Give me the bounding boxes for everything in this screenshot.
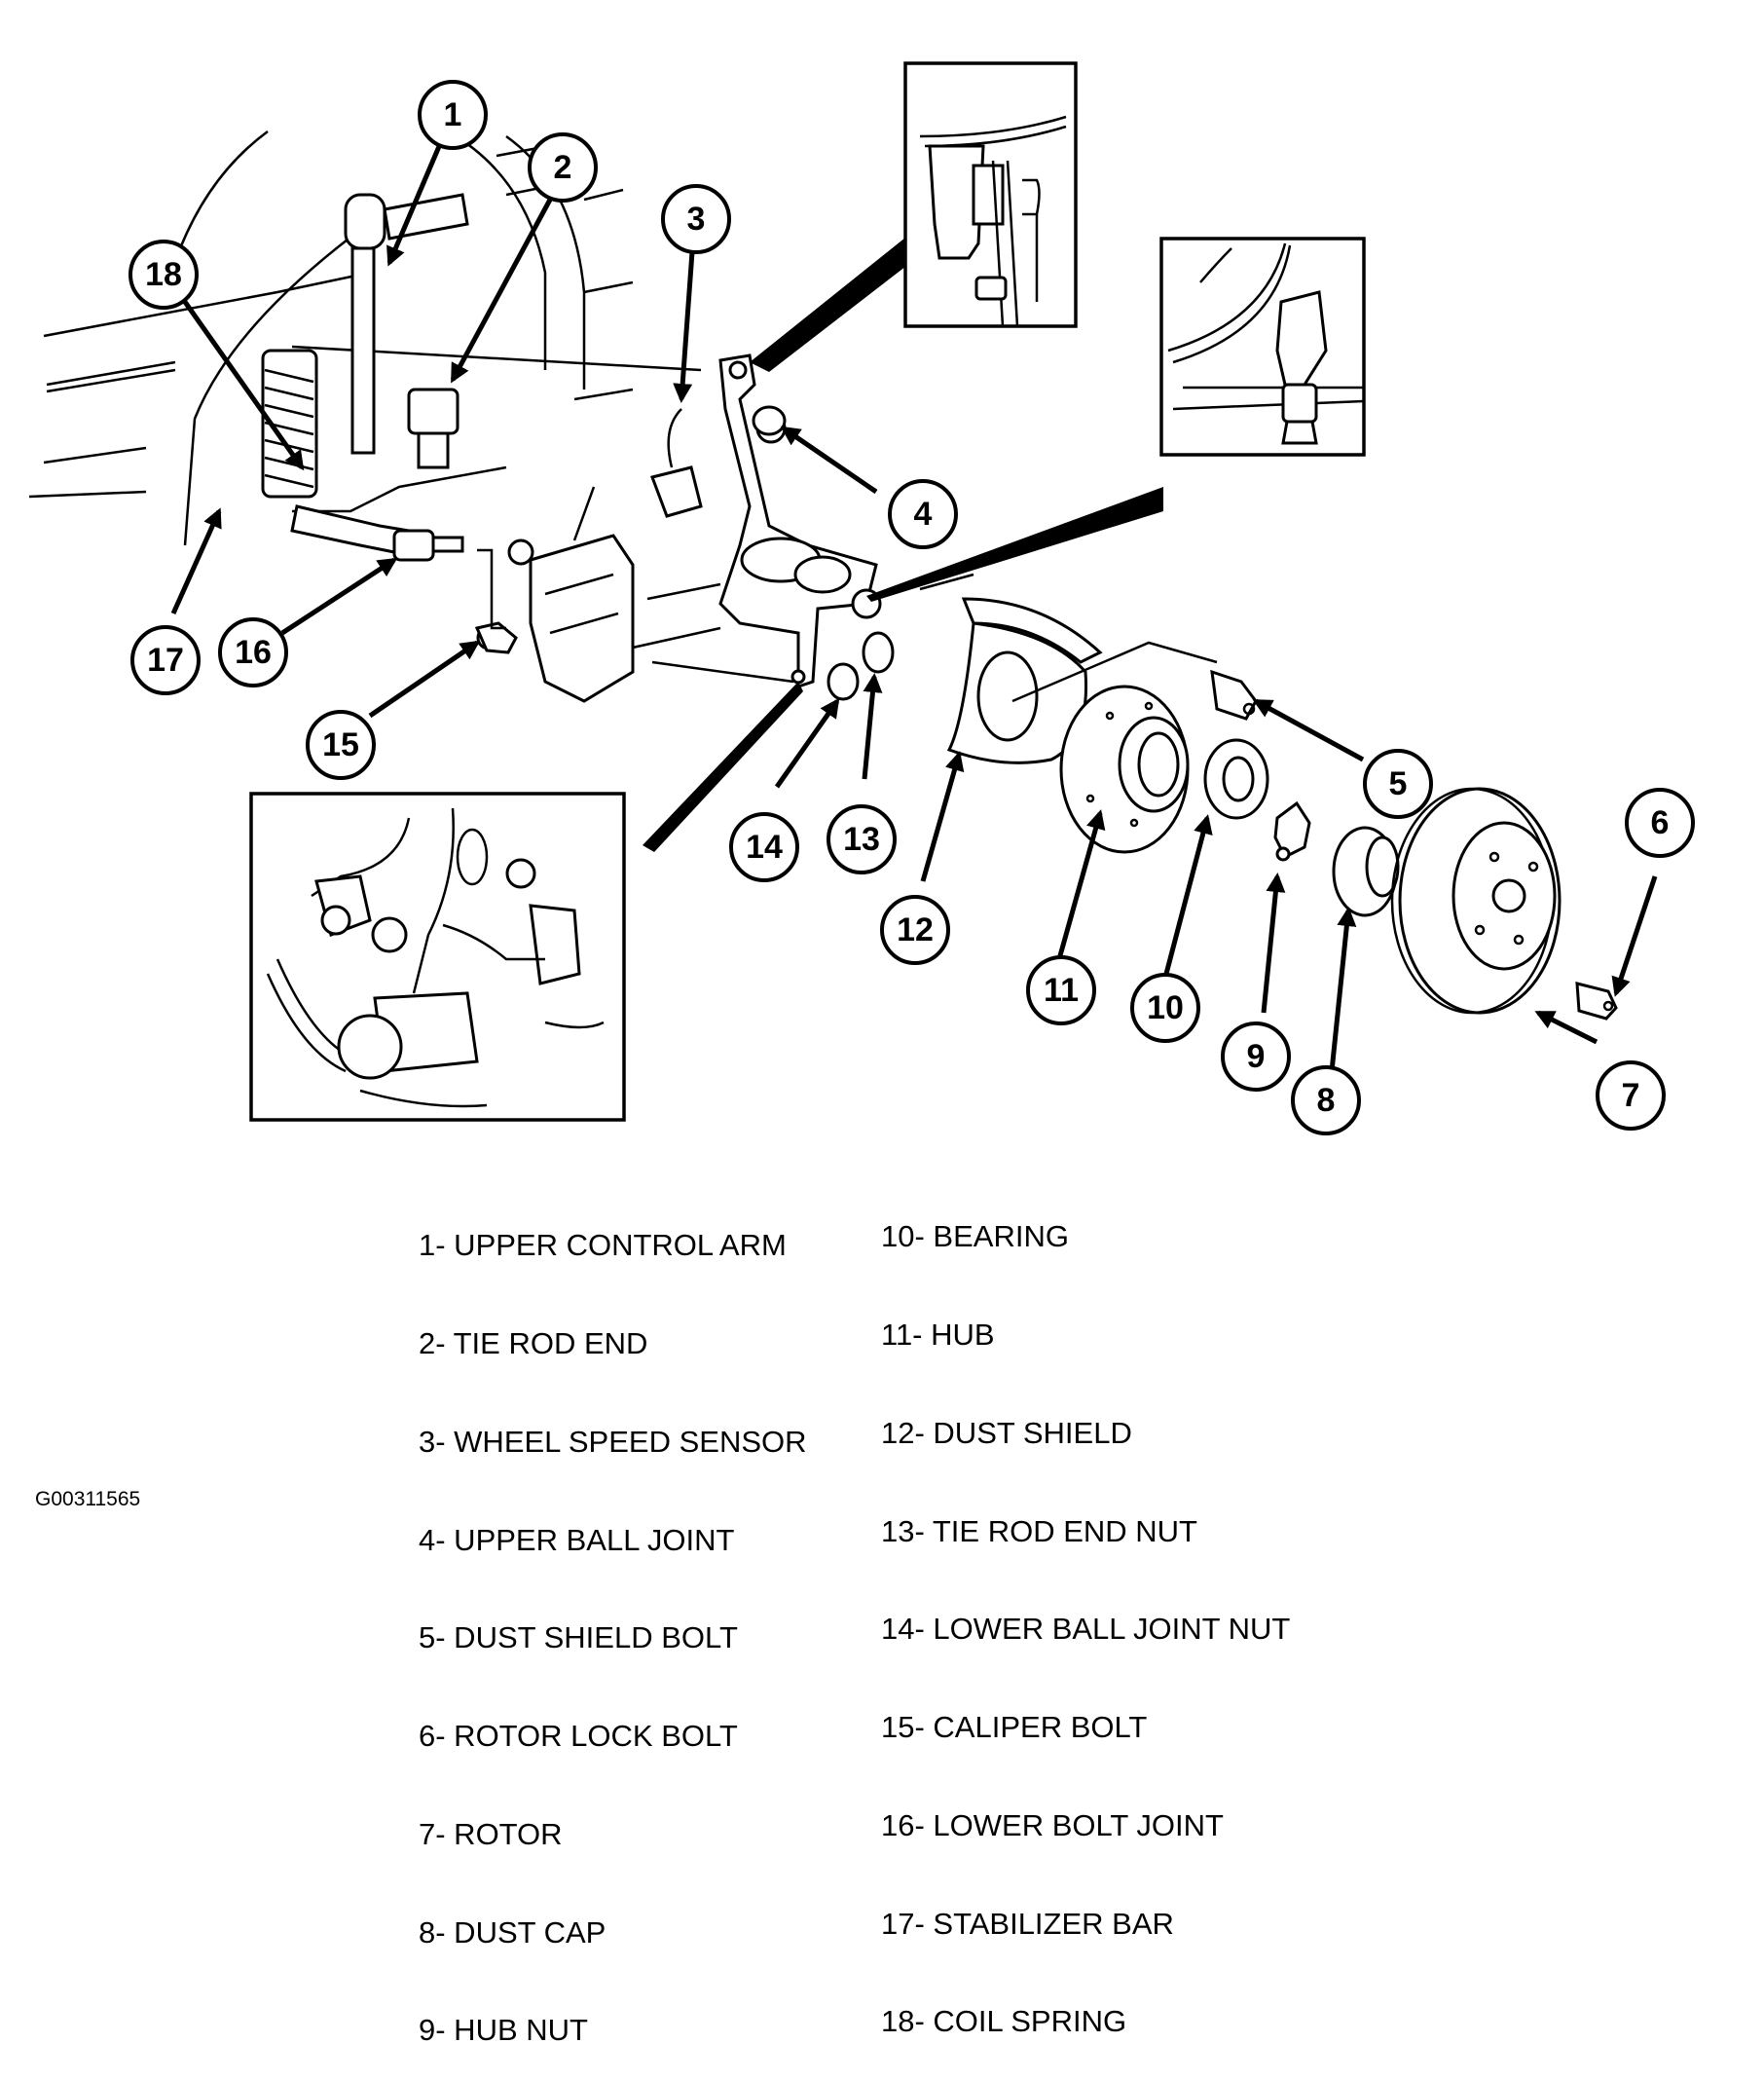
svg-text:5: 5: [1389, 765, 1408, 802]
alignment-guide-lines: [477, 548, 1218, 703]
hub-nut: [1273, 800, 1311, 862]
svg-text:13: 13: [843, 821, 880, 858]
svg-text:3: 3: [687, 201, 706, 238]
svg-text:4: 4: [914, 496, 933, 533]
dust-shield: [946, 597, 1103, 764]
lower-ball-joint-nut: [827, 662, 860, 701]
leader-9: [1261, 873, 1286, 1014]
legend-right-column: 10- BEARING 11- HUB 12- DUST SHIELD 13- …: [881, 1155, 1290, 2071]
callout-1: 1: [418, 80, 488, 150]
legend-item: 1- UPPER CONTROL ARM: [419, 1228, 787, 1263]
callout-9: 9: [1221, 1021, 1291, 1092]
rotor-lock-bolt: [1575, 982, 1618, 1021]
callout-4: 4: [888, 479, 958, 549]
legend-item: 16- LOWER BOLT JOINT: [881, 1807, 1224, 1842]
leader-4: [780, 426, 878, 495]
legend-item: 5- DUST SHIELD BOLT: [419, 1620, 738, 1655]
bearing: [1203, 738, 1269, 820]
leader-6: [1611, 875, 1658, 997]
leader-15: [368, 640, 481, 719]
leader-17: [170, 507, 222, 615]
rotor: [1390, 787, 1562, 1015]
callout-17: 17: [130, 625, 201, 695]
legend-left-column: 1- UPPER CONTROL ARM 2- TIE ROD END 3- W…: [419, 1164, 807, 2080]
leader-11: [1056, 809, 1106, 960]
leader-8: [1329, 907, 1357, 1072]
leader-3: [673, 238, 696, 403]
svg-text:10: 10: [1147, 989, 1184, 1026]
legend-item: 2- TIE ROD END: [419, 1325, 648, 1360]
legend-item: 14- LOWER BALL JOINT NUT: [881, 1612, 1291, 1647]
leader-13: [862, 673, 883, 780]
leader-16: [280, 557, 398, 636]
svg-text:15: 15: [322, 726, 359, 763]
svg-text:8: 8: [1317, 1082, 1336, 1119]
upper-control-arm-assembly: [344, 193, 469, 469]
leader-1: [386, 143, 443, 267]
legend-item: 12- DUST SHIELD: [881, 1415, 1132, 1450]
svg-text:18: 18: [145, 256, 182, 293]
leader-lines: [170, 143, 1658, 1072]
svg-text:12: 12: [897, 911, 934, 948]
tie-rod-end-nut: [862, 631, 895, 674]
lower-bolt-joint: [290, 504, 464, 562]
svg-text:2: 2: [554, 149, 572, 186]
svg-text:1: 1: [444, 96, 462, 133]
leader-10: [1163, 814, 1213, 975]
legend-item: 3- WHEEL SPEED SENSOR: [419, 1424, 807, 1459]
figure-id: G00311565: [35, 1488, 141, 1510]
legend-item: 13- TIE ROD END NUT: [881, 1513, 1197, 1548]
callout-13: 13: [827, 804, 897, 874]
leader-12: [920, 751, 965, 882]
dust-cap: [1332, 826, 1400, 917]
dust-shield-bolt: [1210, 669, 1258, 721]
legend-item: 10- BEARING: [881, 1219, 1069, 1254]
wheel-speed-sensor: [650, 408, 703, 518]
callout-6: 6: [1625, 788, 1695, 858]
svg-text:7: 7: [1622, 1077, 1640, 1114]
caliper-bolt: [474, 621, 518, 654]
leader-7: [1534, 1010, 1599, 1045]
callout-14: 14: [729, 812, 799, 882]
callout-8: 8: [1291, 1065, 1361, 1135]
hub: [1059, 685, 1190, 854]
svg-text:11: 11: [1044, 972, 1079, 1009]
exploded-view-diagram: 1 2 3 4 5 6 7 8 9 10 11 12 13 14 15 16 1…: [28, 61, 1695, 1135]
legend-item: 15- CALIPER BOLT: [881, 1710, 1148, 1745]
brake-caliper: [476, 486, 635, 703]
callout-3: 3: [661, 184, 731, 254]
svg-text:14: 14: [746, 829, 783, 866]
svg-text:6: 6: [1651, 804, 1670, 841]
svg-text:9: 9: [1247, 1038, 1266, 1075]
leader-18: [182, 300, 305, 471]
inset-upper-ball-joint-detail: [750, 61, 1078, 372]
legend-item: 8- DUST CAP: [419, 1914, 606, 1950]
legend-item: 6- ROTOR LOCK BOLT: [419, 1719, 738, 1754]
callout-5: 5: [1363, 749, 1433, 819]
inset-lower-ball-joint-detail: [249, 682, 803, 1122]
legend-item: 11- HUB: [881, 1317, 995, 1352]
callout-18: 18: [129, 240, 199, 310]
legend-item: 4- UPPER BALL JOINT: [419, 1522, 735, 1557]
callout-15: 15: [306, 710, 376, 780]
leader-5: [1252, 698, 1365, 762]
svg-text:17: 17: [147, 642, 184, 679]
legend-item: 7- ROTOR: [419, 1816, 563, 1851]
leader-2: [450, 198, 553, 384]
callout-2: 2: [528, 132, 598, 203]
callout-12: 12: [880, 895, 950, 965]
legend-item: 17- STABILIZER BAR: [881, 1906, 1174, 1941]
legend-item: 9- HUB NUT: [419, 2013, 588, 2048]
callouts: 1 2 3 4 5 6 7 8 9 10 11 12 13 14 15 16 1…: [129, 80, 1695, 1135]
legend-item: 18- COIL SPRING: [881, 2004, 1127, 2039]
callout-16: 16: [218, 617, 288, 687]
callout-7: 7: [1596, 1060, 1666, 1131]
callout-11: 11: [1026, 955, 1096, 1025]
svg-text:16: 16: [235, 634, 272, 671]
leader-14: [774, 697, 840, 789]
inset-tie-rod-end-detail: [866, 237, 1366, 602]
steering-knuckle: [718, 353, 882, 690]
callout-10: 10: [1130, 973, 1200, 1043]
upper-ball-joint-part: [752, 405, 787, 436]
